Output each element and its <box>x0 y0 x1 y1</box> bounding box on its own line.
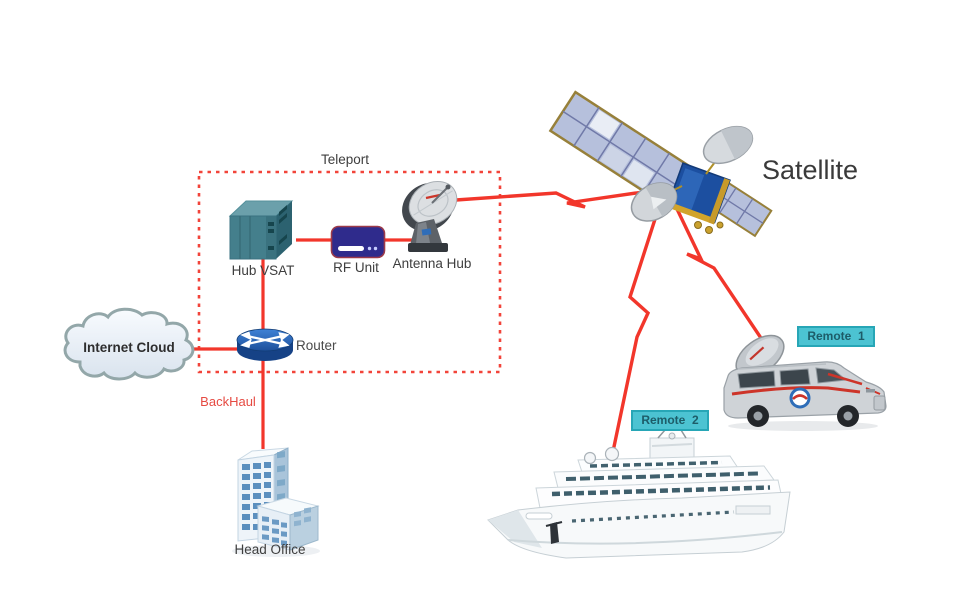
rf-unit-icon <box>330 225 386 259</box>
teleport-label: Teleport <box>320 152 370 167</box>
hub-vsat-label: Hub VSAT <box>231 263 295 278</box>
internet-cloud-icon <box>63 307 195 381</box>
head-office-icon <box>232 447 320 557</box>
satellite-vehicle-link <box>675 208 769 348</box>
hub-vsat-icon <box>228 200 294 260</box>
remote1-badge: Remote 1 <box>797 326 875 347</box>
head-office-label: Head Office <box>234 542 306 557</box>
remote2-badge: Remote 2 <box>631 410 709 431</box>
teleport-boundary <box>197 170 502 374</box>
satellite-label: Satellite <box>762 155 859 185</box>
internet-cloud-label: Internet Cloud <box>83 340 175 355</box>
antenna-hub-label: Antenna Hub <box>392 256 472 271</box>
antenna-hub-icon <box>402 180 458 252</box>
satellite-icon <box>548 90 773 238</box>
rf-unit-label: RF Unit <box>333 260 379 275</box>
satellite-ship-link <box>609 212 659 462</box>
remote-vehicle-icon <box>723 334 887 431</box>
router-icon <box>236 328 294 361</box>
backhaul-label: BackHaul <box>200 394 256 409</box>
router-label: Router <box>296 338 337 353</box>
ship-icon <box>487 429 791 559</box>
